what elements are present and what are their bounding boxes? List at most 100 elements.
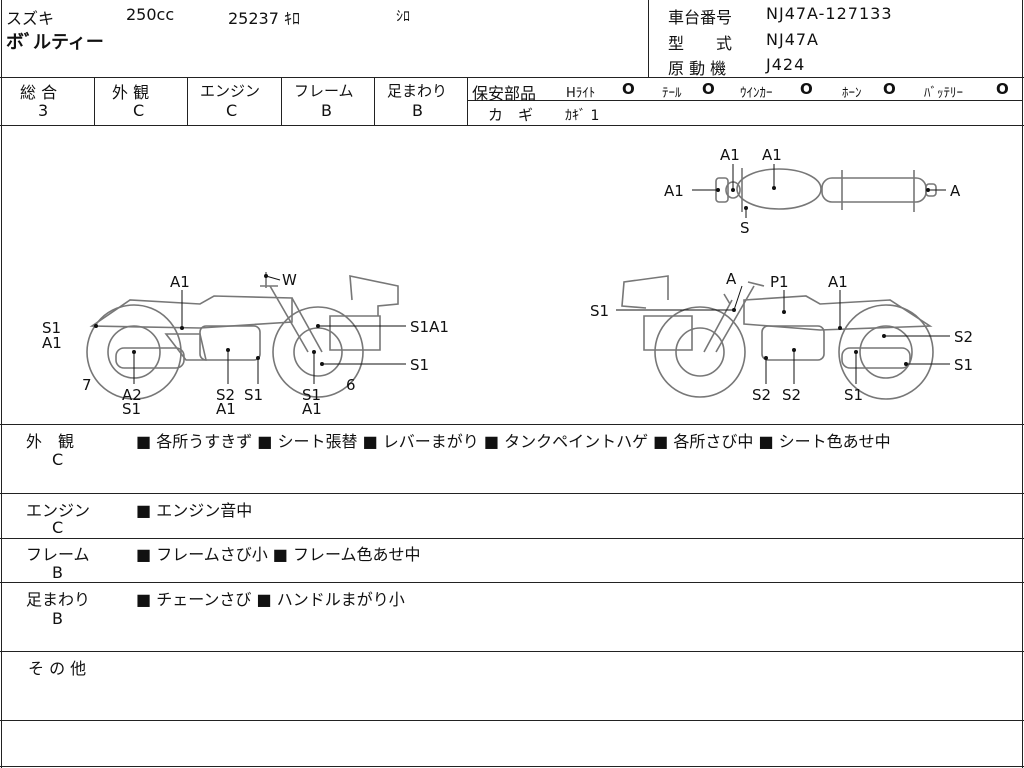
left-mark-2: W: [282, 271, 297, 289]
key-label: カ ギ: [488, 106, 534, 124]
grade-overall-value: 3: [38, 101, 49, 120]
left-mark-15: 6: [346, 376, 356, 394]
right-side-motorcycle: [621, 275, 934, 400]
top-mark-5: S: [740, 219, 750, 237]
left-mark-4: A1: [42, 334, 62, 352]
remark-exterior-text: ■ 各所うすきず ■ シート張替 ■ レバーまがり ■ タンクペイントハゲ ■ …: [136, 432, 891, 451]
rule-remark-3: [0, 582, 1024, 583]
safety-headlight-mark: O: [622, 80, 635, 98]
engine-label: 原 動 機: [668, 59, 727, 78]
remark-suspension-text: ■ チェーンさび ■ ハンドルまがり小: [136, 590, 405, 609]
maker: スズキ: [6, 9, 55, 28]
grade-overall-label: 総 合: [20, 83, 58, 102]
grade-exterior-label: 外 観: [112, 83, 150, 102]
color: ｼﾛ: [396, 9, 410, 25]
safety-tail-label: ﾃｰﾙ: [662, 86, 682, 101]
left-mark-11: A1: [216, 400, 236, 418]
grade-frame-label: フレーム: [294, 82, 354, 100]
rule-bottom: [0, 766, 1024, 767]
left-mark-13: S1: [302, 386, 321, 404]
remark-exterior-label: 外 観: [26, 432, 75, 451]
safety-tail-mark: O: [702, 80, 715, 98]
engine-value: J424: [766, 55, 806, 74]
top-mark-2: A1: [762, 146, 782, 164]
header-divider: [648, 0, 649, 77]
right-mark-1: A: [726, 270, 737, 288]
remark-frame-label: フレーム: [26, 545, 90, 564]
left-mark-14: A1: [302, 400, 322, 418]
grade-divider-5: [467, 77, 468, 125]
safety-horn-label: ﾎｰﾝ: [842, 86, 862, 101]
grade-engine-label: エンジン: [200, 82, 261, 100]
rule-diagram: [0, 424, 1024, 425]
left-mark-6: S1: [410, 356, 429, 374]
top-mark-4: A: [950, 182, 961, 200]
top-view-motorcycle: [715, 168, 937, 212]
remark-other-label: そ の 他: [28, 659, 87, 678]
grade-engine-value: C: [226, 101, 238, 120]
remark-engine-label: エンジン: [26, 501, 91, 520]
right-mark-6: S1: [954, 356, 973, 374]
right-mark-2: P1: [770, 273, 789, 291]
left-mark-3: S1: [42, 319, 61, 337]
remark-suspension-label: 足まわり: [26, 590, 91, 609]
type-value: NJ47A: [766, 30, 819, 49]
right-mark-8: S2: [782, 386, 801, 404]
rule-grades: [0, 125, 1024, 126]
safety-label: 保安部品: [472, 84, 537, 103]
left-side-motorcycle: [86, 272, 399, 400]
grade-divider-1: [94, 77, 95, 125]
left-mark-12: S1: [244, 386, 263, 404]
remark-engine-grade: C: [52, 518, 64, 537]
top-view-marks: A1 A1 A1 A S: [664, 146, 961, 237]
remark-engine-text: ■ エンジン音中: [136, 501, 253, 520]
safety-battery-mark: O: [996, 80, 1009, 98]
left-mark-1: A1: [170, 273, 190, 291]
left-mark-8: A2: [122, 386, 142, 404]
safety-horn-mark: O: [883, 80, 896, 98]
grade-suspension-value: B: [412, 101, 423, 120]
top-mark-1: A1: [720, 146, 740, 164]
grade-divider-4: [374, 77, 375, 125]
rule-remark-2: [0, 538, 1024, 539]
safety-battery-label: ﾊﾞｯﾃﾘｰ: [924, 86, 963, 101]
remark-frame-text: ■ フレームさび小 ■ フレーム色あせ中: [136, 545, 421, 564]
left-view-marks: A1 W S1 A1 S1A1 S1 7 A2 S1 S2 A1 S1 S1 A…: [42, 271, 449, 418]
left-mark-10: S2: [216, 386, 235, 404]
grade-divider-2: [187, 77, 188, 125]
safety-winker-label: ｳｲﾝｶｰ: [740, 86, 773, 101]
grade-frame-value: B: [321, 101, 332, 120]
right-mark-4: S1: [590, 302, 609, 320]
safety-winker-mark: O: [800, 80, 813, 98]
right-mark-3: A1: [828, 273, 848, 291]
right-view-marks: A P1 A1 S1 S2 S1 S2 S2 S1: [590, 270, 973, 404]
grade-divider-3: [281, 77, 282, 125]
grade-suspension-label: 足まわり: [387, 82, 448, 100]
right-mark-9: S1: [844, 386, 863, 404]
rule-header: [0, 77, 1024, 78]
rule-remark-5: [0, 720, 1024, 721]
damage-diagram: A1 A1 A1 A S A1 W S1 A1 S1A1 S1 7 A2 S1 …: [42, 146, 973, 418]
key-value: ｶｷﾞ 1: [565, 108, 600, 124]
rule-grade-mid: [467, 100, 1023, 101]
left-mark-5: S1A1: [410, 318, 449, 336]
left-mark-7: 7: [82, 376, 92, 394]
displacement: 250cc: [126, 5, 175, 24]
frame-left: [1, 0, 2, 768]
mileage: 25237 ｷﾛ: [228, 9, 300, 28]
rule-remark-4: [0, 651, 1024, 652]
right-mark-5: S2: [954, 328, 973, 346]
grade-exterior-value: C: [133, 101, 145, 120]
remark-suspension-grade: B: [52, 609, 63, 628]
remark-exterior-grade: C: [52, 450, 64, 469]
model-name: ボﾞルティー: [6, 32, 104, 53]
right-mark-7: S2: [752, 386, 771, 404]
safety-headlight-label: Hﾗｲﾄ: [566, 86, 596, 101]
top-mark-3: A1: [664, 182, 684, 200]
rule-remark-1: [0, 493, 1024, 494]
left-mark-9: S1: [122, 400, 141, 418]
frame-right: [1022, 0, 1023, 768]
chassis-label: 車台番号: [668, 8, 733, 27]
type-label: 型 式: [668, 34, 733, 53]
remark-frame-grade: B: [52, 563, 63, 582]
